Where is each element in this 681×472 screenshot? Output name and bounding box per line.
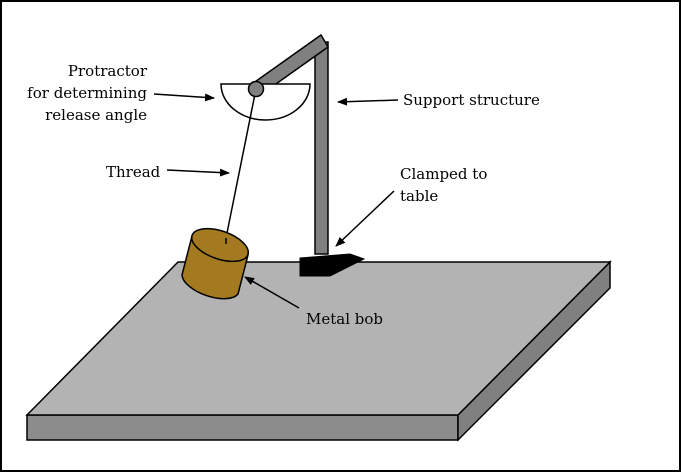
clamp-label-line2: table [400, 187, 438, 205]
metal-bob [181, 227, 250, 300]
table-top [25, 261, 612, 416]
table-clamp [299, 253, 366, 277]
support-post [314, 41, 329, 255]
table [25, 260, 612, 442]
support-label: Support structure [403, 91, 540, 109]
bob-top [190, 227, 250, 263]
protractor-arrow [153, 93, 215, 102]
table-front-edge [26, 414, 459, 441]
thread-label: Thread [106, 163, 161, 181]
protractor-label-line3: release angle [45, 106, 147, 124]
support-arrow [337, 97, 399, 106]
thread [225, 88, 257, 239]
pivot-icon [247, 80, 265, 98]
protractor [220, 83, 311, 121]
thread-arrow [166, 168, 230, 177]
bob-arrow [244, 276, 300, 309]
clamp-arrow [335, 190, 395, 247]
protractor-label-line1: Protractor [68, 62, 148, 80]
clamp-label-line1: Clamped to [400, 165, 487, 183]
protractor-label-line2: for determining [27, 84, 147, 102]
bob-label: Metal bob [306, 310, 383, 328]
support-structure [251, 33, 366, 277]
